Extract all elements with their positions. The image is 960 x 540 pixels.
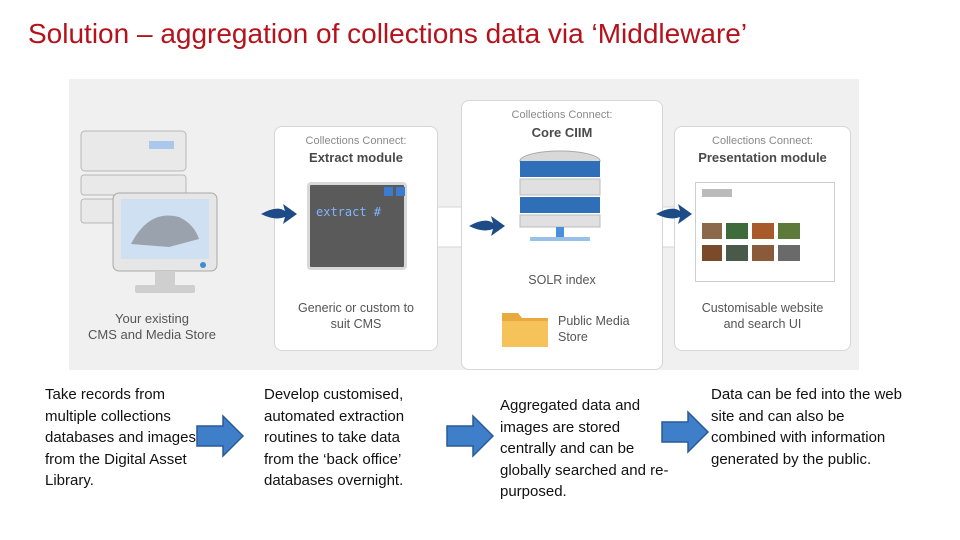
- public-media-store-label: Public Media Store: [558, 314, 630, 344]
- monitor-icon: [109, 189, 221, 299]
- core-ciim-card: Collections Connect: Core CIIM SOLR inde…: [461, 100, 663, 370]
- right-arrow-icon: [661, 410, 710, 454]
- presentation-caption: Customisable website and search UI: [701, 301, 824, 331]
- solr-index-label: SOLR index: [528, 273, 596, 287]
- description-2: Develop customised, automated extraction…: [264, 386, 405, 489]
- middleware-diagram: Your existing CMS and Media Store Collec…: [69, 79, 859, 370]
- presentation-name: Presentation module: [698, 150, 827, 165]
- presentation-module-card: Collections Connect: Presentation module…: [674, 126, 851, 351]
- presentation-subtitle: Collections Connect:: [712, 135, 813, 147]
- right-arrow-icon: [446, 414, 495, 458]
- website-screenshot-icon: [695, 182, 835, 282]
- flow-arrow-icon: [656, 204, 692, 224]
- existing-store-label: Your existing CMS and Media Store: [88, 311, 216, 342]
- extract-module-subtitle: Collections Connect:: [305, 135, 407, 147]
- slide-title: Solution – aggregation of collections da…: [28, 18, 748, 49]
- core-subtitle: Collections Connect:: [511, 109, 613, 121]
- description-4: Data can be fed into the web site and ca…: [711, 386, 902, 468]
- terminal-text: extract #: [316, 205, 382, 219]
- extract-module-card: Collections Connect: Extract module extr…: [274, 126, 438, 351]
- terminal-window-icon: extract #: [307, 182, 407, 270]
- flow-arrow-icon: [469, 216, 505, 236]
- extract-module-caption: Generic or custom to suit CMS: [297, 301, 414, 331]
- extract-module-name: Extract module: [309, 150, 403, 165]
- database-icon: [510, 149, 610, 249]
- folder-icon: [500, 307, 550, 349]
- right-arrow-icon: [196, 414, 245, 458]
- close-icon: [396, 187, 405, 196]
- minimize-icon: [384, 187, 393, 196]
- description-3: Aggregated data and images are stored ce…: [500, 397, 669, 500]
- core-name: Core CIIM: [531, 125, 593, 140]
- flow-arrow-icon: [261, 204, 297, 224]
- description-1: Take records from multiple collections d…: [45, 386, 196, 489]
